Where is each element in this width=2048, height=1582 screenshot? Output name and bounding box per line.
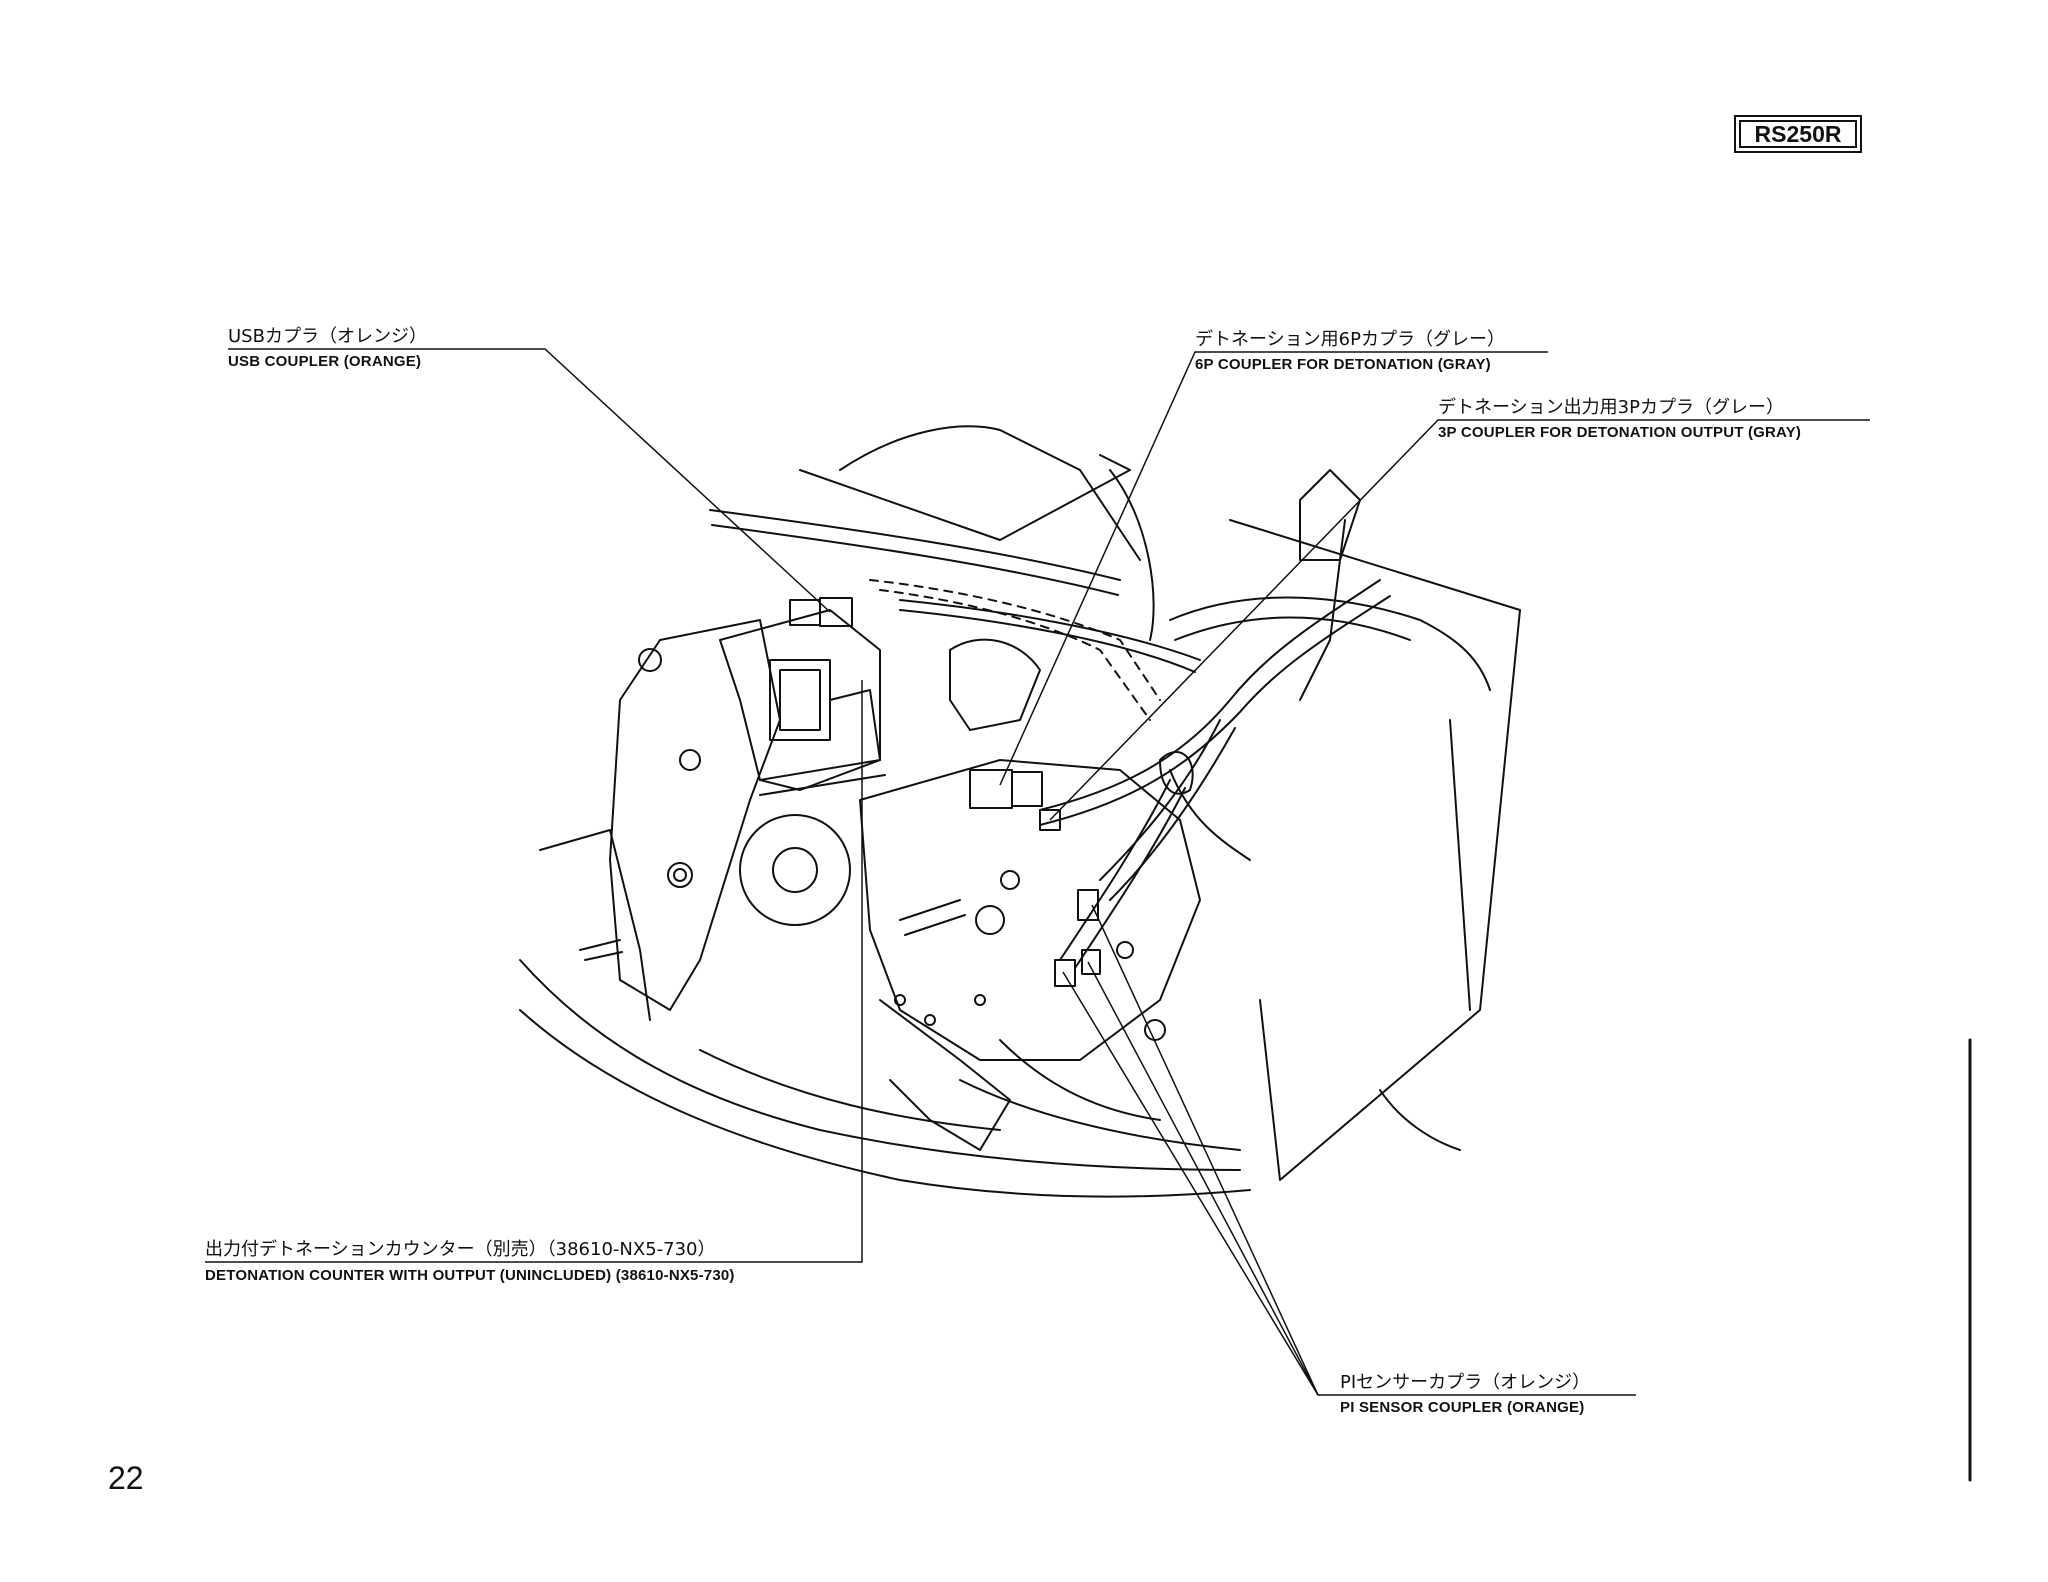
- counter-bracket: [829, 689, 881, 761]
- case-bolt: [924, 1014, 936, 1026]
- usb-coupler: [819, 597, 853, 627]
- pi-sensor-coupler: [1077, 889, 1099, 921]
- leader-3p-coupler: [1049, 419, 1870, 821]
- case-bolt: [638, 648, 662, 672]
- usb-coupler-label-jp: USBカプラ（オレンジ）: [228, 326, 427, 347]
- frame-outline: [839, 425, 1141, 561]
- crankcase-outline: [519, 959, 1241, 1171]
- harness-bundle: [1039, 595, 1391, 826]
- crankcase-outline: [519, 1009, 1251, 1198]
- 6p-coupler-label-jp: デトネーション用6Pカプラ（グレー）: [1195, 329, 1505, 350]
- pi-sensor-label-en: PI SENSOR COUPLER (ORANGE): [1340, 1399, 1585, 1416]
- model-badge: RS250R: [1734, 115, 1862, 153]
- lower-cowl-outline: [959, 1079, 1241, 1151]
- detonation-counter-label-jp: 出力付デトネーションカウンター（別売）（38610-NX5-730）: [205, 1239, 716, 1260]
- dashed-routing: [879, 589, 1151, 721]
- top-hose: [711, 524, 1119, 596]
- pi-sensor-coupler: [1054, 959, 1076, 987]
- case-bolt: [1000, 870, 1020, 890]
- fairing-outline: [1449, 719, 1471, 1011]
- crankcase-outline: [609, 619, 781, 1011]
- crankcase-outline: [539, 829, 651, 1021]
- cylinder-outline: [999, 1039, 1161, 1121]
- pi-sensor-label-jp: PIセンサーカプラ（オレンジ）: [1340, 1372, 1591, 1393]
- frame-outline: [1109, 469, 1155, 641]
- sprocket-hub: [772, 847, 818, 893]
- leader-6p-coupler: [999, 351, 1548, 786]
- leader-pi-sensor: [1091, 904, 1636, 1396]
- wiring-harness: [899, 599, 1201, 661]
- fairing-outline: [1229, 519, 1521, 1181]
- sprocket-bolt: [673, 868, 687, 882]
- sprocket: [739, 814, 851, 926]
- peg: [579, 939, 623, 961]
- reservoir: [1299, 469, 1361, 561]
- detonation-counter-label-en: DETONATION COUNTER WITH OUTPUT (UNINCLUD…: [205, 1267, 735, 1284]
- usb-coupler-label-en: USB COUPLER (ORANGE): [228, 353, 422, 370]
- side-hose: [1169, 596, 1491, 691]
- harness-bundle: [1099, 719, 1221, 881]
- case-bolt: [975, 905, 1005, 935]
- leader-pi-sensor: [1062, 971, 1319, 1396]
- counter-body-face: [779, 669, 821, 731]
- 3p-coupler: [1039, 809, 1061, 831]
- usb-coupler: [789, 599, 821, 626]
- harness-bundle: [1169, 769, 1251, 861]
- fairing-outline: [1379, 1089, 1461, 1151]
- leader-pi-sensor: [1087, 961, 1319, 1396]
- top-hose: [709, 509, 1121, 581]
- sprocket-bolt: [667, 862, 693, 888]
- cylinder-outline: [859, 759, 1201, 1061]
- case-bolt: [974, 994, 986, 1006]
- lower-cowl-outline: [699, 1049, 1001, 1131]
- 3p-coupler-label-en: 3P COUPLER FOR DETONATION OUTPUT (GRAY): [1438, 424, 1802, 441]
- pipe: [759, 759, 886, 796]
- page-number: 22: [108, 1460, 144, 1496]
- counter-housing: [719, 609, 881, 791]
- frame-outline: [799, 454, 1131, 541]
- cylinder-outline: [879, 999, 1011, 1151]
- case-bolt: [1144, 1019, 1166, 1041]
- 6p-coupler: [969, 769, 1013, 809]
- harness-bundle: [1059, 779, 1171, 961]
- reservoir-line: [1299, 519, 1346, 701]
- pi-sensor-coupler: [1081, 949, 1101, 975]
- cylinder-stud: [949, 638, 1041, 731]
- case-bolt: [1116, 941, 1134, 959]
- case-bolt: [894, 994, 906, 1006]
- dashed-routing: [869, 579, 1161, 701]
- clamp: [1159, 750, 1194, 795]
- leader-detonation-counter: [205, 680, 863, 1263]
- wiring-harness: [899, 609, 1196, 673]
- shift-shaft: [899, 899, 966, 936]
- side-hose: [1174, 616, 1411, 641]
- model-badge-text: RS250R: [1739, 120, 1857, 148]
- case-bolt: [679, 749, 701, 771]
- 3p-coupler-label-jp: デトネーション出力用3Pカプラ（グレー）: [1438, 397, 1784, 418]
- leader-usb-coupler: [228, 348, 831, 613]
- harness-bundle: [1074, 787, 1186, 969]
- harness-bundle: [1039, 579, 1381, 811]
- 6p-coupler: [1011, 771, 1043, 807]
- 6p-coupler-label-en: 6P COUPLER FOR DETONATION (GRAY): [1195, 356, 1491, 373]
- harness-bundle: [1109, 727, 1236, 901]
